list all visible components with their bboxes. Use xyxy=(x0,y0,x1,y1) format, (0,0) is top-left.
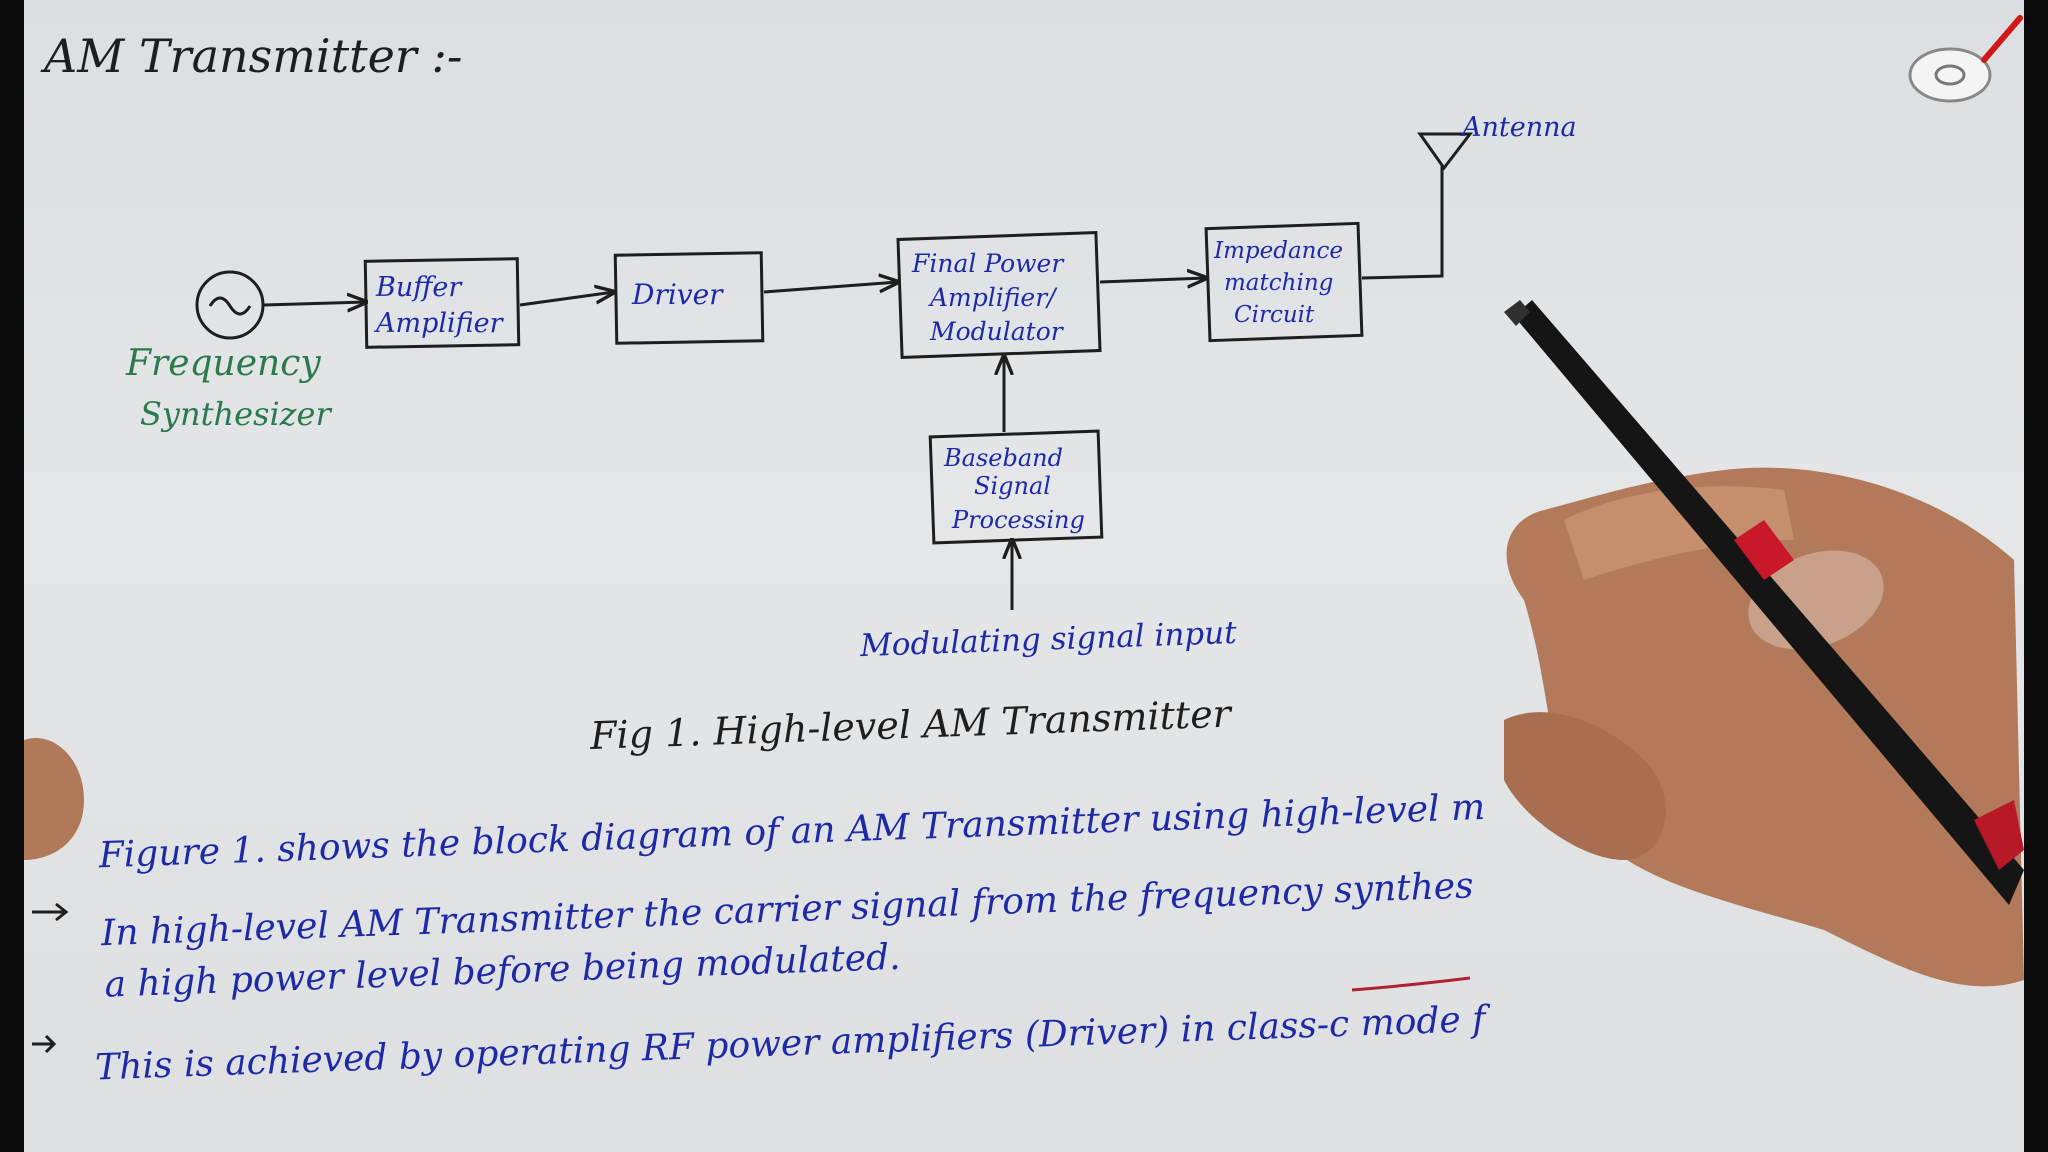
baseband-line1: Baseband xyxy=(943,444,1063,472)
baseband-line2: Signal xyxy=(974,472,1051,500)
driver-to-final-arrow xyxy=(763,282,898,294)
connector-lines xyxy=(263,166,1444,610)
final-line3: Modulator xyxy=(929,317,1065,346)
presenter-hand-image xyxy=(1504,467,2024,987)
buffer-line2: Amplifier xyxy=(373,308,505,339)
synth-label-line1: Frequency xyxy=(125,343,321,384)
buffer-line1: Buffer xyxy=(375,272,463,303)
final-line2: Amplifier/ xyxy=(928,283,1058,312)
left-thumb-image xyxy=(24,738,84,860)
final-to-impedance-arrow xyxy=(1099,278,1206,282)
antenna-label: Antenna xyxy=(1459,112,1577,143)
class-c-underline xyxy=(1351,976,1471,992)
impedance-line2: matching xyxy=(1224,270,1333,296)
marker-pen-icon xyxy=(1504,300,2024,905)
block-final-power-amplifier: Final Power Amplifier/ Modulator xyxy=(896,231,1102,359)
final-line1: Final Power xyxy=(911,249,1065,278)
driver-line1: Driver xyxy=(631,278,724,311)
baseband-line3: Processing xyxy=(951,506,1085,534)
oscillator-icon xyxy=(195,270,265,340)
block-buffer-amplifier: Buffer Amplifier xyxy=(363,257,521,349)
disc-logo-icon xyxy=(1908,15,2023,103)
block-baseband-processing: Baseband Signal Processing xyxy=(928,429,1104,545)
whiteboard: AM Transmitter :- Frequency Synthesizer … xyxy=(24,0,2024,1152)
impedance-to-antenna-line xyxy=(1361,166,1444,280)
synth-label-line2: Synthesizer xyxy=(140,395,332,433)
block-impedance-matching: Impedance matching Circuit xyxy=(1204,221,1364,343)
modulating-input-label: Modulating signal input xyxy=(858,615,1237,664)
figure-caption: Fig 1. High-level AM Transmitter xyxy=(588,692,1234,758)
diagram-canvas: AM Transmitter :- Frequency Synthesizer … xyxy=(24,15,2024,1089)
buffer-to-driver-arrow xyxy=(519,292,614,307)
block-driver: Driver xyxy=(613,251,765,345)
impedance-line3: Circuit xyxy=(1234,302,1315,328)
note-line-1: Figure 1. shows the block diagram of an … xyxy=(97,787,1486,876)
antenna-icon xyxy=(1417,132,1474,171)
note-line-4: This is achieved by operating RF power a… xyxy=(95,999,1492,1089)
page-title: AM Transmitter :- xyxy=(40,29,462,83)
impedance-line1: Impedance xyxy=(1213,238,1343,264)
osc-to-buffer-arrow xyxy=(263,302,366,305)
